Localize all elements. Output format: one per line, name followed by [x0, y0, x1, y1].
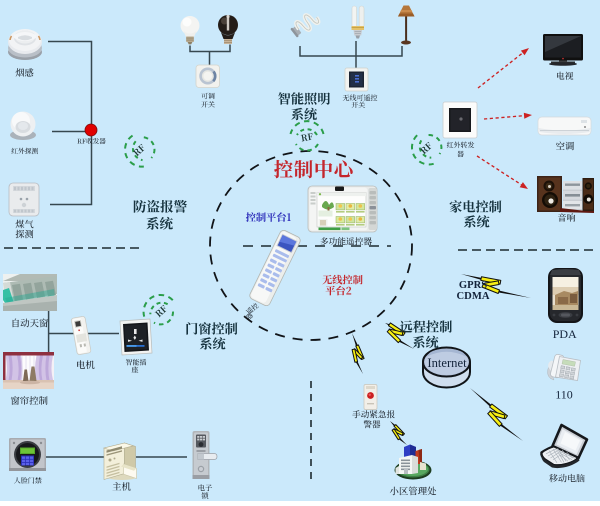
svg-text:110: 110 — [555, 388, 573, 402]
svg-text:PDA: PDA — [553, 327, 577, 341]
svg-text:CDMA: CDMA — [457, 291, 490, 302]
svg-text:Internet: Internet — [427, 356, 467, 370]
svg-text:GPRS: GPRS — [459, 280, 487, 291]
